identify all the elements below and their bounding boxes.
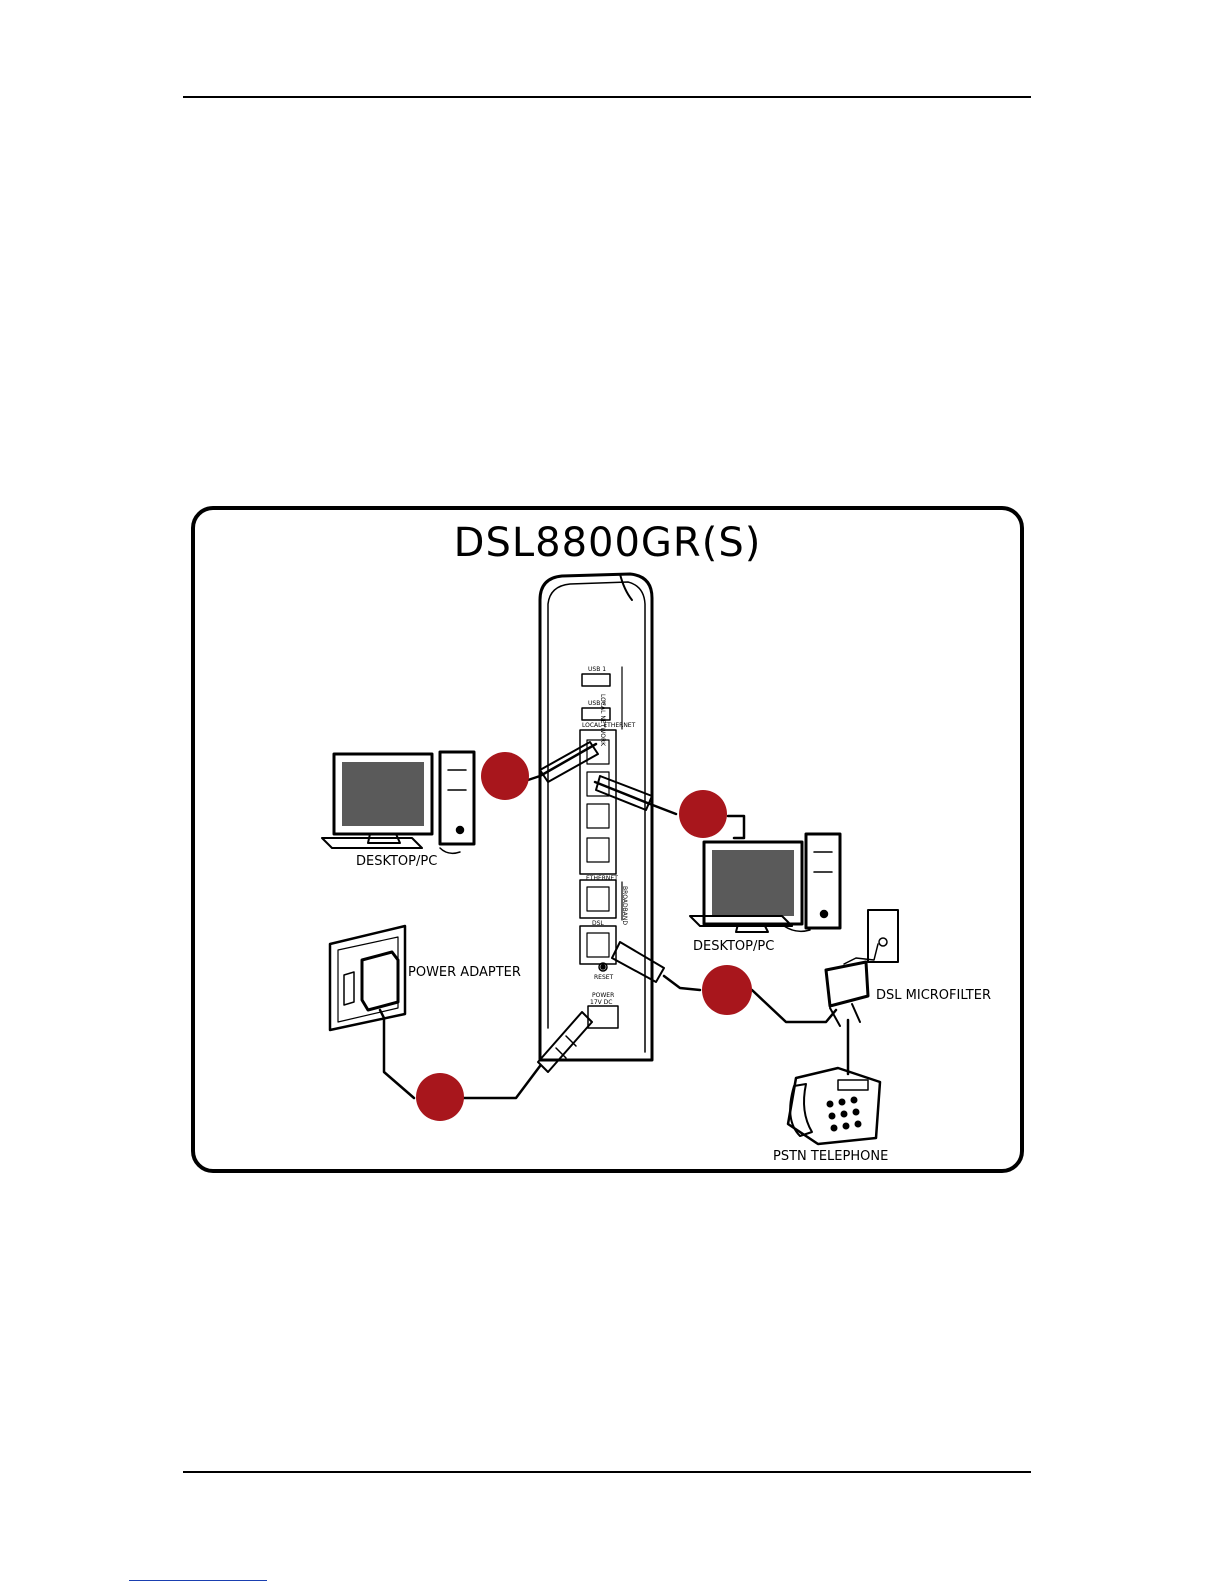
power-adapter-icon (330, 926, 414, 1098)
footer-rule (183, 1471, 1031, 1473)
router-label-local-network: LOCAL NETWORK (599, 694, 606, 746)
label-power-adapter: POWER ADAPTER (408, 965, 521, 980)
footer-link-underline (129, 1580, 267, 1581)
label-pstn-telephone: PSTN TELEPHONE (773, 1149, 888, 1164)
label-desktop-left: DESKTOP/PC (356, 854, 437, 869)
router-label-power: POWER (592, 992, 614, 999)
desktop-pc-right-icon (690, 834, 840, 932)
step-marker-ethernet-right (679, 790, 727, 838)
router-icon (540, 574, 652, 1060)
router-label-broadband: BROADBAND (621, 886, 628, 925)
label-dsl-microfilter: DSL MICROFILTER (876, 988, 991, 1003)
router-label-dsl: DSL (592, 920, 604, 927)
router-label-usb1: USB 1 (588, 666, 606, 673)
router-label-ethernet: ETHERNET (586, 875, 618, 882)
desktop-pc-left-icon (322, 752, 474, 853)
step-marker-power (416, 1073, 464, 1121)
router-label-local-ethernet: LOCAL ETHERNET (582, 722, 635, 729)
label-desktop-right: DESKTOP/PC (693, 939, 774, 954)
pstn-telephone-icon (788, 1068, 880, 1144)
router-label-power-rating: 17V DC (590, 999, 612, 1006)
step-marker-ethernet-left (481, 752, 529, 800)
step-marker-dsl (702, 965, 752, 1015)
step-markers (416, 752, 752, 1121)
router-label-reset: RESET (594, 974, 613, 981)
power-cable-icon (462, 1012, 592, 1098)
